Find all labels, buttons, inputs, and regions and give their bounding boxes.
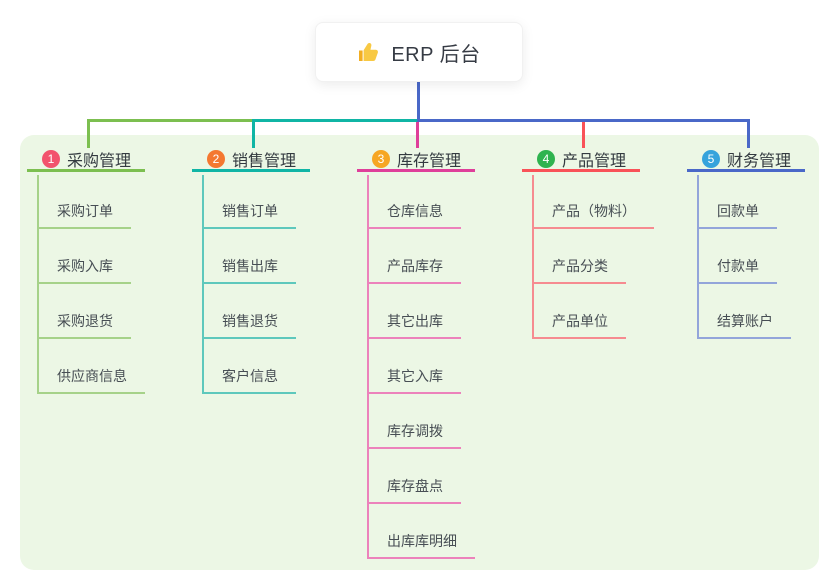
branch-product-title[interactable]: 4 产品管理	[522, 148, 640, 172]
branch-procurement-title[interactable]: 1 采购管理	[27, 148, 145, 172]
node-product-stock[interactable]: 产品库存	[367, 256, 461, 284]
node-purchase-inbound[interactable]: 采购入库	[37, 256, 131, 284]
branch-number-badge: 5	[702, 149, 720, 168]
branch-panel-background	[20, 135, 819, 570]
branch-number-badge: 2	[207, 149, 225, 168]
node-settlement-account[interactable]: 结算账户	[697, 311, 791, 339]
drop-line-3	[416, 122, 419, 148]
node-stock-taking[interactable]: 库存盘点	[367, 476, 461, 504]
drop-line-5	[747, 119, 750, 148]
node-other-inbound[interactable]: 其它入库	[367, 366, 461, 394]
drop-line-1	[87, 119, 90, 148]
node-sales-outbound[interactable]: 销售出库	[202, 256, 296, 284]
node-purchase-order[interactable]: 采购订单	[37, 201, 131, 229]
drop-line-4	[582, 122, 585, 148]
branch-inventory-title[interactable]: 3 库存管理	[357, 148, 475, 172]
node-product-unit[interactable]: 产品单位	[532, 311, 626, 339]
node-payment-doc[interactable]: 付款单	[697, 256, 777, 284]
branch-title-label: 采购管理	[67, 152, 132, 170]
branch-title-label: 产品管理	[562, 152, 627, 170]
node-stock-transfer[interactable]: 库存调拨	[367, 421, 461, 449]
branch-spine-line	[532, 175, 534, 339]
node-supplier-info[interactable]: 供应商信息	[37, 366, 145, 394]
branch-spine-line	[367, 175, 369, 559]
node-product-category[interactable]: 产品分类	[532, 256, 626, 284]
root-node-title: ERP 后台	[391, 43, 481, 66]
branch-title-label: 财务管理	[727, 152, 792, 170]
node-warehouse-info[interactable]: 仓库信息	[367, 201, 461, 229]
node-sales-order[interactable]: 销售订单	[202, 201, 296, 229]
branch-spine-line	[202, 175, 204, 393]
branch-finance-title[interactable]: 5 财务管理	[687, 148, 805, 172]
bus-segment-1	[87, 119, 252, 122]
root-connector-line	[417, 82, 420, 119]
node-outbound-detail[interactable]: 出库库明细	[367, 531, 475, 559]
branch-number-badge: 4	[537, 149, 555, 168]
drop-line-2	[252, 119, 255, 148]
branch-spine-line	[37, 175, 39, 393]
branch-title-label: 库存管理	[397, 152, 462, 170]
bus-segment-3	[417, 119, 750, 122]
node-product-material[interactable]: 产品（物料）	[532, 201, 654, 229]
node-receipt-doc[interactable]: 回款单	[697, 201, 777, 229]
branch-title-label: 销售管理	[232, 152, 297, 170]
branch-number-badge: 3	[372, 149, 390, 168]
node-other-outbound[interactable]: 其它出库	[367, 311, 461, 339]
node-customer-info[interactable]: 客户信息	[202, 366, 296, 394]
bus-segment-2	[252, 119, 417, 122]
node-purchase-return[interactable]: 采购退货	[37, 311, 131, 339]
branch-spine-line	[697, 175, 699, 339]
thumbs-up-icon	[359, 42, 379, 61]
branch-number-badge: 1	[42, 149, 60, 168]
branch-sales-title[interactable]: 2 销售管理	[192, 148, 310, 172]
root-node[interactable]: ERP 后台	[315, 22, 523, 82]
node-sales-return[interactable]: 销售退货	[202, 311, 296, 339]
